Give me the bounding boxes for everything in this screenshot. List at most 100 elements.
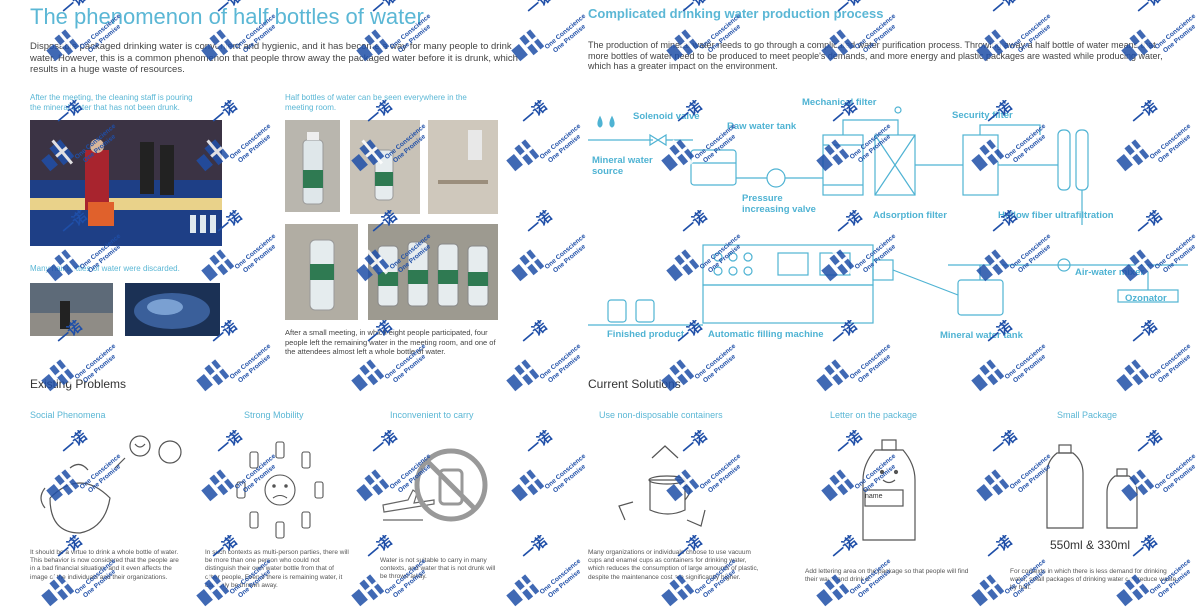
watermark-logo: 一诺 One Conscience One Promise (650, 100, 740, 180)
caption-meeting: After the meeting, the cleaning staff is… (30, 93, 193, 112)
label-adsorption-filter: Adsorption filter (873, 210, 947, 221)
svg-text:一诺: 一诺 (213, 210, 245, 238)
label-finished-product: Finished product (607, 329, 685, 340)
watermark-logo: 一诺 One Conscience One Promise (650, 535, 740, 615)
photo-half-bottle-4 (285, 224, 358, 320)
svg-text:一诺: 一诺 (363, 320, 395, 348)
watermark-logo: 一诺 One Conscience One Promise (35, 210, 125, 290)
svg-text:一诺: 一诺 (678, 210, 710, 238)
svg-text:一诺: 一诺 (983, 100, 1015, 128)
watermark-logo: 一诺 One Conscience One Promise (965, 0, 1055, 70)
svg-text:一诺: 一诺 (363, 100, 395, 128)
solution-title-letter: Letter on the package (830, 410, 918, 420)
watermark-logo: 一诺 One Conscience One Promise (655, 210, 745, 290)
svg-text:一诺: 一诺 (213, 430, 245, 458)
svg-text:一诺: 一诺 (1128, 320, 1160, 348)
svg-text:一诺: 一诺 (53, 535, 85, 563)
photo-half-bottle-1 (285, 120, 340, 212)
label-mineral-source: Mineral water source (592, 155, 653, 177)
svg-text:一诺: 一诺 (678, 0, 710, 18)
watermark-logo: 一诺 One Conscience One Promise (345, 210, 435, 290)
watermark-logo: 一诺 One Conscience One Promise (190, 0, 280, 70)
svg-text:一诺: 一诺 (58, 210, 90, 238)
solution-title-containers: Use non-disposable containers (599, 410, 723, 420)
photo-four-bottles (368, 224, 498, 320)
svg-text:一诺: 一诺 (988, 0, 1020, 18)
svg-text:一诺: 一诺 (1133, 430, 1165, 458)
label-hollow-fiber: Hollow fiber ultrafiltration (998, 210, 1114, 221)
label-air-water-mixer: Air-water mixer (1075, 267, 1145, 278)
watermark-logo: 一诺 One Conscience One Promise (190, 430, 280, 510)
svg-text:一诺: 一诺 (1133, 210, 1165, 238)
svg-text:一诺: 一诺 (523, 0, 555, 18)
watermark-logo: 一诺 One Conscience One Promise (495, 535, 585, 615)
svg-text:一诺: 一诺 (673, 535, 705, 563)
svg-text:一诺: 一诺 (363, 535, 395, 563)
svg-text:一诺: 一诺 (518, 100, 550, 128)
watermark-logo: 一诺 One Conscience One Promise (655, 0, 745, 70)
caption-discarded: Many half bottles of water were discarde… (30, 264, 180, 273)
problem-text-carry: Water is not suitable to carry in many c… (380, 557, 496, 581)
watermark-logo: 一诺 One Conscience One Promise (35, 430, 125, 510)
watermark-logo: 一诺 One Conscience One Promise (960, 535, 1050, 615)
watermark-logo: 一诺 One Conscience One Promise (495, 320, 585, 400)
watermark-logo: 一诺 One Conscience One Promise (805, 535, 895, 615)
watermark-logo: 一诺 One Conscience One Promise (30, 100, 120, 180)
photo-half-bottle-3 (428, 120, 498, 214)
svg-text:一诺: 一诺 (983, 535, 1015, 563)
watermark-logo: 一诺 One Conscience One Promise (655, 430, 745, 510)
svg-text:一诺: 一诺 (673, 320, 705, 348)
watermark-logo: 一诺 One Conscience One Promise (965, 210, 1055, 290)
watermark-logo: 一诺 One Conscience One Promise (30, 320, 120, 400)
social-phenomena-illustration (40, 435, 182, 534)
svg-text:一诺: 一诺 (983, 320, 1015, 348)
left-page-title: The phenomenon of half bottles of water (30, 4, 424, 29)
caption-everywhere: Half bottles of water can be seen everyw… (285, 93, 467, 112)
watermark-logo: 一诺 One Conscience One Promise (1105, 100, 1195, 180)
svg-text:一诺: 一诺 (678, 430, 710, 458)
svg-text:一诺: 一诺 (828, 320, 860, 348)
watermark-logo: 一诺 One Conscience One Promise (340, 100, 430, 180)
photo-discarded-2 (125, 283, 220, 336)
svg-text:一诺: 一诺 (208, 100, 240, 128)
watermark-logo: 一诺 One Conscience One Promise (960, 320, 1050, 400)
right-page-title: Complicated drinking water production pr… (588, 6, 884, 21)
watermark-logo: 一诺 One Conscience One Promise (965, 430, 1055, 510)
svg-text:一诺: 一诺 (1128, 535, 1160, 563)
watermark-logo: 一诺 One Conscience One Promise (35, 0, 125, 70)
watermark-logo: 一诺 One Conscience One Promise (345, 430, 435, 510)
photo-cleaning-staff (30, 120, 222, 246)
svg-text:一诺: 一诺 (1133, 0, 1165, 18)
watermark-logo: 一诺 One Conscience One Promise (960, 100, 1050, 180)
label-mineral-water-tank: Mineral water tank (940, 330, 1023, 341)
watermark-logo: 一诺 One Conscience One Promise (1110, 0, 1200, 70)
problem-title-mobility: Strong Mobility (244, 410, 304, 420)
svg-text:一诺: 一诺 (58, 0, 90, 18)
watermark-logo: 一诺 One Conscience One Promise (810, 0, 900, 70)
problem-text-mobility: In such contexts as multi-person parties… (205, 549, 349, 589)
svg-text:一诺: 一诺 (208, 320, 240, 348)
label-pressure-valve: Pressure increasing valve (742, 193, 816, 215)
svg-text:一诺: 一诺 (828, 535, 860, 563)
watermark-logo: 一诺 One Conscience One Promise (185, 535, 275, 615)
svg-text:一诺: 一诺 (208, 535, 240, 563)
svg-text:一诺: 一诺 (58, 430, 90, 458)
watermark-logo: 一诺 One Conscience One Promise (805, 320, 895, 400)
svg-text:一诺: 一诺 (988, 210, 1020, 238)
svg-text:一诺: 一诺 (213, 0, 245, 18)
problem-title-social: Social Phenomena (30, 410, 106, 420)
watermark-logo: 一诺 One Conscience One Promise (190, 210, 280, 290)
watermark-logo: 一诺 One Conscience One Promise (500, 210, 590, 290)
solution-text-containers: Many organizations or individuals choose… (588, 549, 759, 581)
watermark-logo: 一诺 One Conscience One Promise (500, 430, 590, 510)
svg-text:一诺: 一诺 (518, 535, 550, 563)
name-tag-label: name (865, 493, 883, 500)
solution-text-small: For contexts in which there is less dema… (1010, 568, 1177, 592)
svg-text:一诺: 一诺 (368, 0, 400, 18)
watermark-logo: 一诺 One Conscience One Promise (810, 430, 900, 510)
inconvenient-carry-illustration (382, 448, 488, 522)
svg-text:一诺: 一诺 (828, 100, 860, 128)
watermark-logo: 一诺 One Conscience One Promise (500, 0, 590, 70)
svg-text:一诺: 一诺 (833, 210, 865, 238)
left-intro: Disposable packaged drinking water is co… (30, 41, 518, 75)
